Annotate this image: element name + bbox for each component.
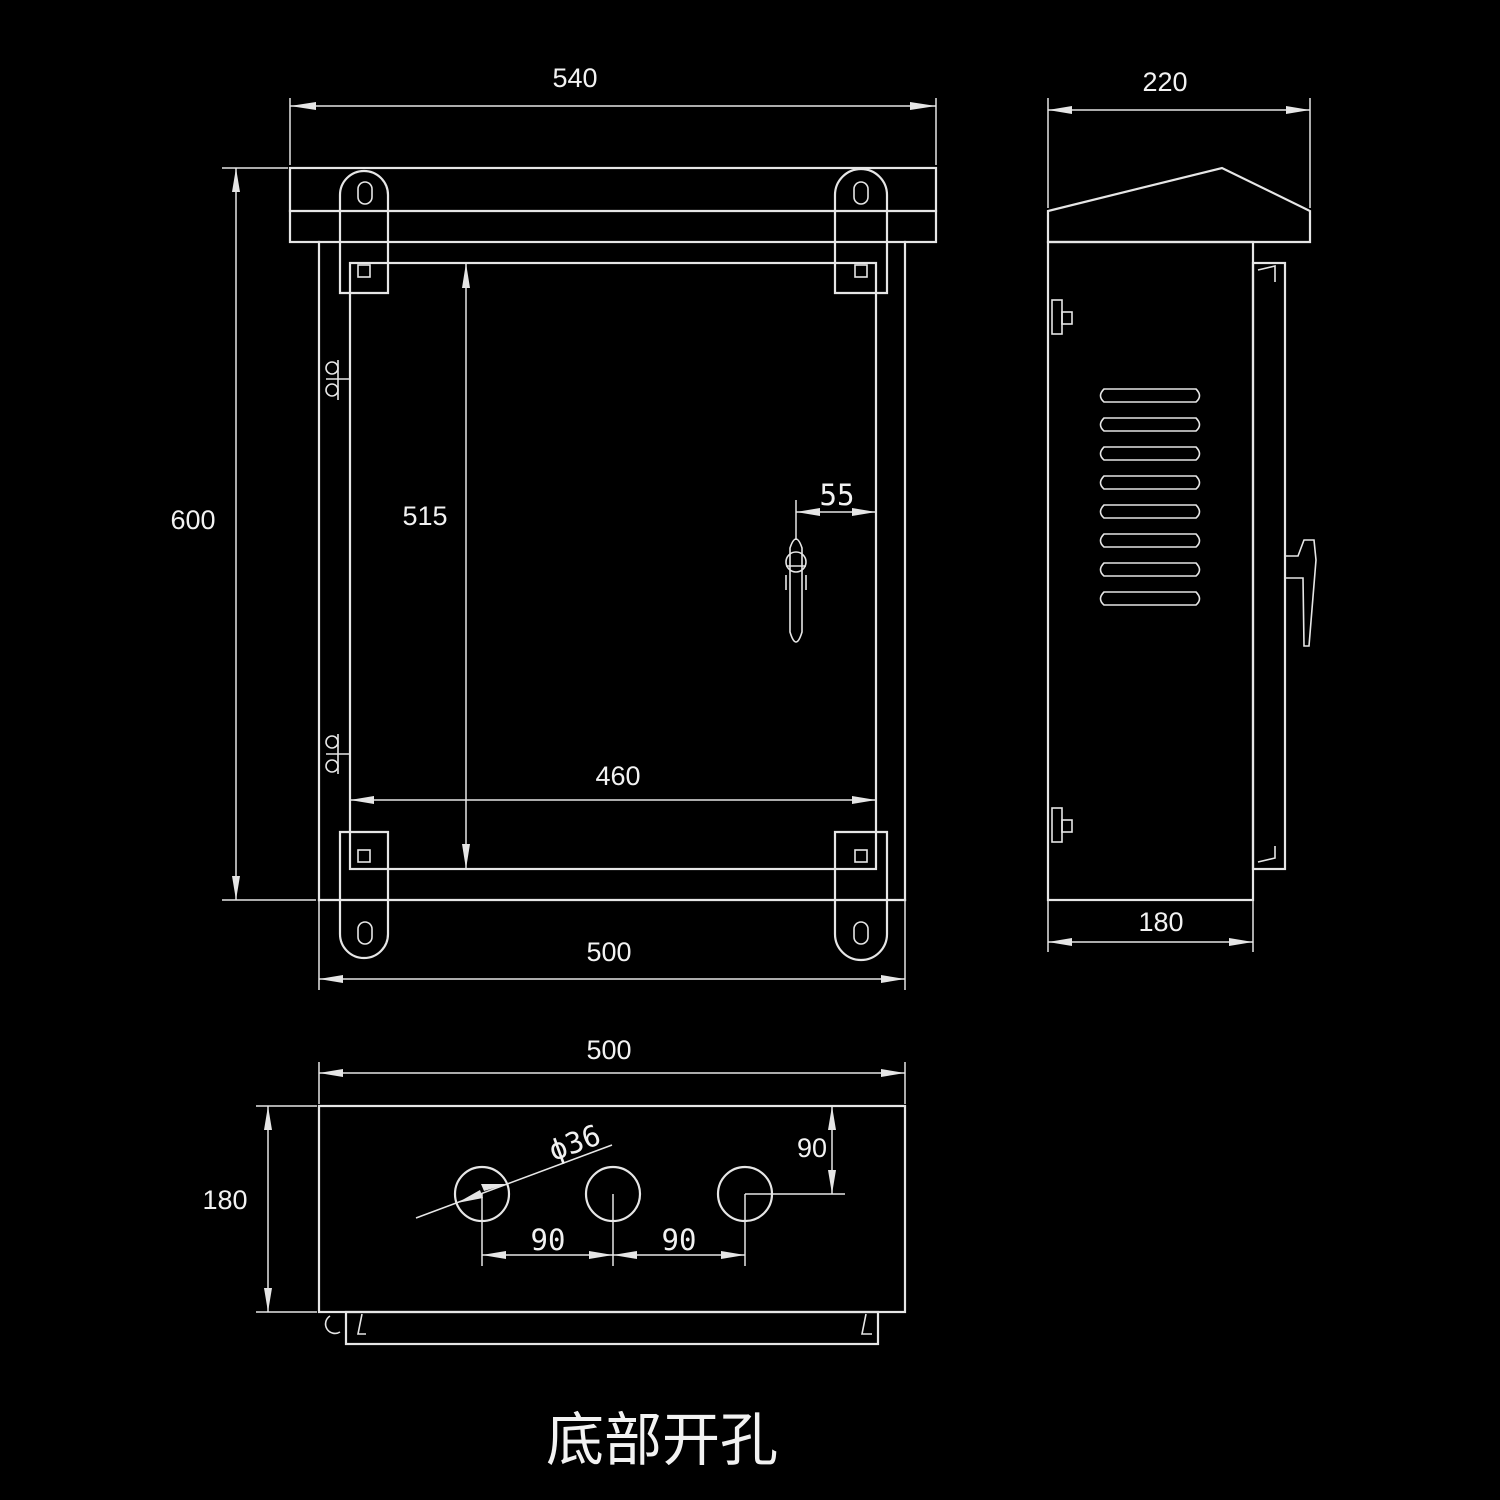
dim-body-depth: 180 (1047, 900, 1254, 952)
hinge-lower (325, 734, 350, 774)
dim-door-width-label: 460 (595, 761, 640, 791)
slot-top-right (853, 181, 869, 205)
bolt-top-left (357, 264, 371, 278)
dim-total-height-label: 600 (170, 505, 215, 535)
dim-bottom-width: 500 (318, 1035, 906, 1104)
side-door-hinge-bottom (1257, 846, 1276, 863)
bottom-hinge-mark-right (861, 1313, 872, 1335)
side-body (1046, 240, 1255, 902)
dim-door-width: 460 (350, 761, 876, 804)
dim-hole-offset: 90 (745, 1106, 845, 1195)
hinge-upper (325, 360, 350, 400)
dim-total-height: 600 (170, 167, 316, 901)
bolt-top-right (854, 264, 868, 278)
bracket-bottom-right (833, 830, 889, 962)
dim-hole-diameter: ϕ36 (415, 1118, 613, 1219)
bracket-bottom-left (338, 830, 390, 960)
dim-door-height: 515 (402, 263, 470, 869)
louver (1099, 591, 1201, 606)
dim-hole-diameter-label: ϕ36 (544, 1118, 605, 1168)
louver (1099, 417, 1201, 432)
side-bolt-lower (1051, 807, 1073, 843)
dim-body-width: 500 (318, 900, 906, 990)
bottom-door-edge (344, 1310, 880, 1346)
dim-roof-depth: 220 (1047, 67, 1311, 208)
bottom-hinge-mark-left (357, 1313, 366, 1335)
louver (1099, 446, 1201, 461)
front-door (348, 261, 878, 871)
bottom-view-caption: 底部开孔 (546, 1406, 778, 1474)
dim-body-depth-label: 180 (1138, 907, 1183, 937)
louver (1099, 388, 1201, 403)
dim-roof-depth-label: 220 (1142, 67, 1187, 97)
side-bolt-upper (1051, 299, 1073, 335)
side-handle (1284, 539, 1317, 647)
dim-roof-width: 540 (289, 63, 937, 165)
dim-hole-spacing-2-label: 90 (662, 1223, 697, 1257)
door-handle (785, 538, 807, 643)
dim-hole-spacing: 90 90 (481, 1194, 746, 1266)
louver (1099, 504, 1201, 519)
side-louvers (1099, 388, 1201, 606)
bracket-top-right (833, 167, 889, 295)
side-view: 220 180 (1046, 67, 1317, 952)
dim-roof-width-label: 540 (552, 63, 597, 93)
dim-handle-offset: 55 (795, 478, 876, 540)
slot-bottom-left (357, 921, 373, 945)
louver (1099, 562, 1201, 577)
dim-door-height-label: 515 (402, 501, 447, 531)
dim-bottom-depth: 180 (202, 1105, 317, 1313)
side-door-edge (1251, 261, 1287, 871)
louver (1099, 475, 1201, 490)
front-roof (288, 166, 938, 244)
slot-top-left (357, 181, 373, 205)
bolt-bottom-left (357, 849, 371, 863)
dim-hole-offset-label: 90 (797, 1133, 827, 1163)
dim-body-width-label: 500 (586, 937, 631, 967)
dim-handle-offset-label: 55 (820, 478, 855, 512)
dim-hole-spacing-1-label: 90 (531, 1223, 566, 1257)
bolt-bottom-right (854, 849, 868, 863)
dim-bottom-width-label: 500 (586, 1035, 631, 1065)
dim-bottom-depth-label: 180 (202, 1185, 247, 1215)
side-door-hinge-top (1257, 264, 1276, 282)
side-roof (1046, 166, 1312, 244)
bottom-view: ϕ36 500 180 90 (202, 1035, 907, 1474)
slot-bottom-right (853, 921, 869, 945)
bottom-hinge-left (324, 1315, 341, 1335)
bracket-top-left (338, 169, 390, 295)
louver (1099, 533, 1201, 548)
front-view: 540 600 515 55 (170, 63, 938, 990)
